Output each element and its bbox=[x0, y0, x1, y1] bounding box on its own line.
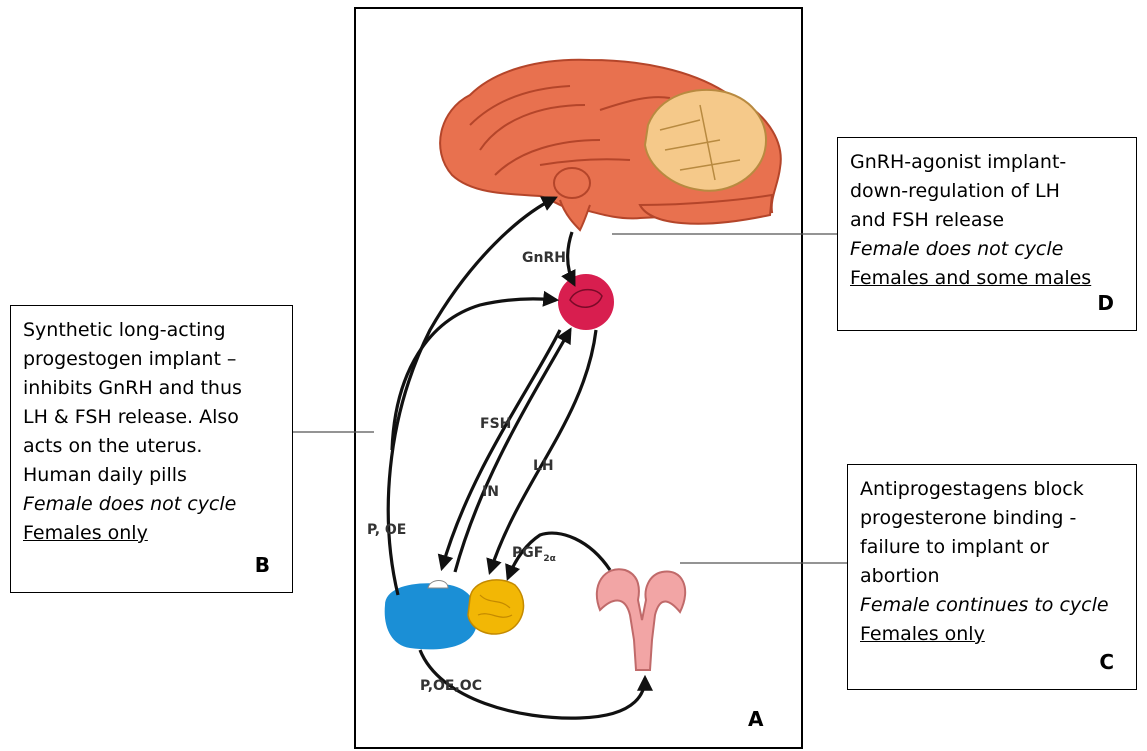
callout-c-target: Females only bbox=[860, 620, 1124, 649]
callout-b-cycle-note: Female does not cycle bbox=[23, 490, 280, 519]
label-in: IN bbox=[482, 484, 499, 500]
callout-b-line-4: LH & FSH release. Also bbox=[23, 403, 280, 432]
arrow-in bbox=[455, 330, 570, 572]
callout-b-line-2: progestogen implant – bbox=[23, 345, 280, 374]
label-lh: LH bbox=[533, 458, 554, 474]
callout-c-line-1: Antiprogestagens block bbox=[860, 475, 1124, 504]
callout-b-line-1: Synthetic long-acting bbox=[23, 316, 280, 345]
callout-d-line-2: down-regulation of LH bbox=[850, 177, 1124, 206]
arrow-fsh bbox=[442, 330, 560, 568]
callout-c-line-3: failure to implant or bbox=[860, 533, 1124, 562]
callout-c-line-4: abortion bbox=[860, 562, 1124, 591]
uterus-illustration bbox=[597, 569, 685, 670]
label-gnrh: GnRH bbox=[522, 250, 566, 266]
callout-c-letter: C bbox=[1099, 648, 1114, 677]
callout-c-cycle-note: Female continues to cycle bbox=[860, 591, 1124, 620]
callout-d-gnrh-agonist: GnRH-agonist implant- down-regulation of… bbox=[837, 137, 1137, 331]
callout-b-letter: B bbox=[255, 551, 270, 580]
callout-d-cycle-note: Female does not cycle bbox=[850, 235, 1124, 264]
brain-illustration bbox=[440, 60, 781, 230]
arrow-gnrh bbox=[568, 232, 574, 284]
label-pgf: PGF2α bbox=[512, 545, 556, 564]
label-p-oe-oc: P,OE,OC bbox=[420, 678, 482, 694]
pituitary-gland bbox=[558, 274, 614, 330]
callout-b-progestogen-implant: Synthetic long-acting progestogen implan… bbox=[10, 305, 293, 593]
label-fsh: FSH bbox=[480, 416, 511, 432]
panel-letter-a: A bbox=[748, 707, 764, 731]
callout-b-line-5: acts on the uterus. bbox=[23, 432, 280, 461]
callout-d-target: Females and some males bbox=[850, 264, 1124, 293]
callout-d-line-1: GnRH-agonist implant- bbox=[850, 148, 1124, 177]
callout-c-line-2: progesterone binding - bbox=[860, 504, 1124, 533]
corpus-luteum bbox=[468, 580, 524, 634]
callout-d-line-3: and FSH release bbox=[850, 206, 1124, 235]
callout-b-line-6: Human daily pills bbox=[23, 461, 280, 490]
follicle bbox=[428, 581, 448, 589]
callout-b-target: Females only bbox=[23, 519, 280, 548]
callout-d-letter: D bbox=[1097, 289, 1114, 318]
label-p-oe: P, OE bbox=[367, 522, 406, 538]
callout-b-line-3: inhibits GnRH and thus bbox=[23, 374, 280, 403]
callout-c-antiprogestagens: Antiprogestagens block progesterone bind… bbox=[847, 464, 1137, 690]
arrow-feedback-pituitary bbox=[392, 299, 556, 450]
